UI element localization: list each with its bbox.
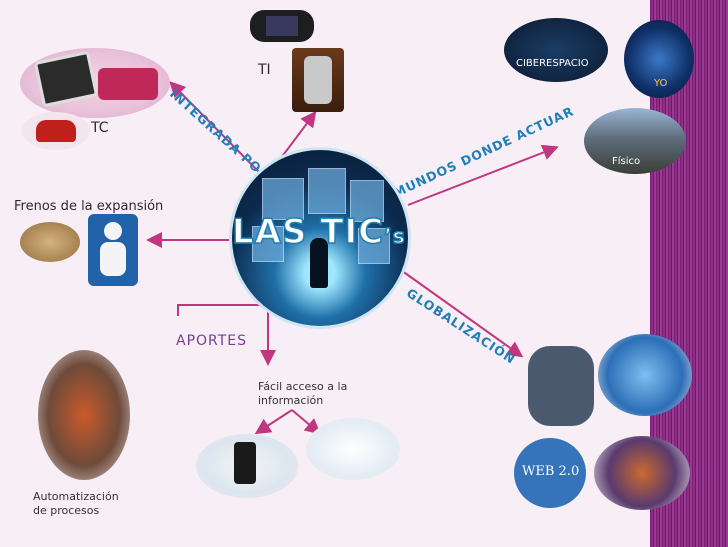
yo-caption: YO	[654, 78, 668, 89]
arrow-to-tc	[169, 81, 263, 176]
tv-icon	[33, 50, 99, 108]
tc-label: TC	[91, 120, 109, 136]
arrow-to-media	[291, 409, 322, 435]
arrow-to-apps	[254, 409, 293, 435]
globe-icons-image	[598, 334, 692, 416]
web2-image: WEB 2.0	[514, 438, 586, 508]
fisico-image: Físico	[584, 108, 686, 174]
coins-image	[20, 222, 80, 262]
telephone-image	[22, 112, 90, 150]
ti-label: TI	[258, 62, 271, 78]
center-image	[232, 150, 408, 326]
yo-image: YO	[624, 20, 694, 98]
arrow-to-ciberespacio	[407, 144, 559, 206]
keyboard-map-image	[528, 346, 594, 426]
globe-network-image	[594, 436, 690, 510]
center-title: LAS TIC’s	[231, 211, 406, 253]
automatizacion-image	[38, 350, 130, 480]
ciberespacio-image: CIBERESPACIO	[504, 18, 608, 82]
fisico-caption: Físico	[612, 156, 641, 167]
smartphone-icon	[234, 442, 256, 484]
projector-icon	[98, 68, 158, 100]
thinker-image	[88, 214, 138, 286]
automatizacion-label: Automatización de procesos	[33, 490, 119, 517]
telephone-icon	[36, 120, 76, 142]
person-silhouette	[310, 238, 328, 288]
facil-acceso-label: Fácil acceso a la información	[258, 380, 348, 407]
branch-aportes: APORTES	[176, 333, 248, 349]
social-media-image	[306, 418, 400, 480]
arrow-to-globalizacion	[397, 267, 524, 358]
psp-image	[250, 10, 314, 42]
tc-image	[20, 48, 170, 118]
web2-caption: WEB 2.0	[522, 464, 580, 479]
robot-hand-image	[292, 48, 344, 112]
apps-image	[196, 434, 298, 498]
ciberespacio-caption: CIBERESPACIO	[516, 58, 589, 69]
frenos-label: Frenos de la expansión	[14, 199, 164, 214]
arrow-to-aportes	[177, 304, 276, 366]
